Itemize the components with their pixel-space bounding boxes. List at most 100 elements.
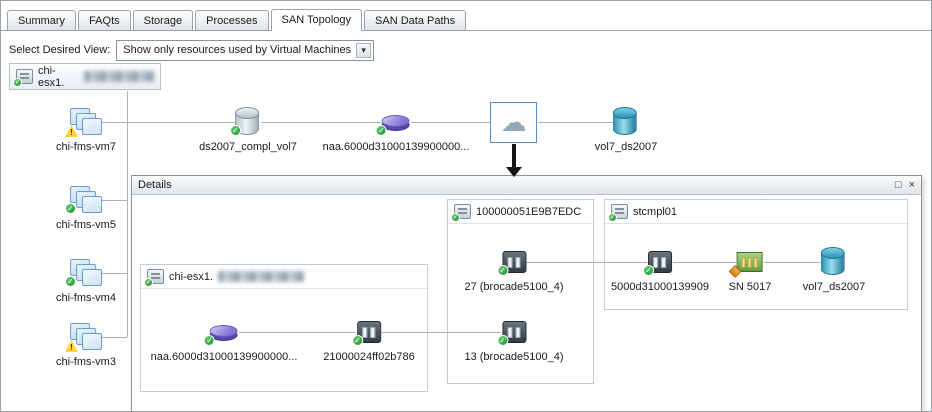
volume-node[interactable]: vol7_ds2007 [595, 106, 657, 153]
connector-line [102, 337, 127, 338]
detail-lun-node[interactable]: ✓ naa.6000d31000139900000... [150, 316, 298, 363]
connector-line [382, 332, 501, 333]
status-ok-icon: ✓ [13, 78, 22, 87]
status-ok-icon: ✓ [375, 125, 387, 136]
connector-line [411, 122, 490, 123]
tab-san-topology[interactable]: SAN Topology [270, 9, 363, 31]
tab-storage[interactable]: Storage [132, 10, 194, 30]
storage-array-icon: ✓ [608, 204, 628, 222]
detail-volume-node[interactable]: vol7_ds2007 [803, 246, 865, 293]
detail-hba-port-label: 21000024ff02b786 [323, 351, 415, 363]
datastore-label: ds2007_compl_vol7 [199, 141, 297, 153]
datastore-node[interactable]: ✓ ds2007_compl_vol7 [199, 106, 297, 153]
status-ok-icon: ✓ [229, 125, 241, 136]
chevron-down-icon: ▾ [356, 42, 372, 58]
tab-faqts[interactable]: FAQts [78, 10, 131, 30]
volume-cylinder-icon [612, 106, 639, 138]
detail-lun-label: naa.6000d31000139900000... [150, 351, 298, 363]
cloud-icon: ☁ [500, 107, 527, 138]
group-storage-array-header: ✓ stcmpl01 [605, 200, 907, 224]
connector-line [526, 262, 647, 263]
redacted-text [218, 271, 305, 282]
detail-switch-port-13-node[interactable]: ✓ 13 (brocade5100_4) [464, 316, 564, 363]
view-selector-dropdown[interactable]: Show only resources used by Virtual Mach… [116, 39, 375, 61]
switch-icon: ✓ [451, 204, 471, 222]
vm-label: chi-fms-vm3 [56, 356, 116, 368]
vm-icon: ! [64, 321, 102, 353]
detail-array-port-node[interactable]: ✓ 5000d31000139909 [611, 246, 709, 293]
tab-san-data-paths[interactable]: SAN Data Paths [364, 10, 467, 30]
host-server-icon: ✓ [144, 269, 164, 287]
tab-strip-divider [1, 30, 931, 31]
connector-line [764, 262, 821, 263]
lun-disk-icon: ✓ [203, 316, 239, 348]
tab-processes[interactable]: Processes [195, 10, 269, 30]
connector-line [261, 122, 381, 123]
detail-controller-label: SN 5017 [728, 281, 772, 293]
maximize-icon[interactable]: □ [894, 178, 902, 191]
details-titlebar[interactable]: Details □ × [132, 176, 921, 195]
connector-line [127, 91, 128, 337]
group-fc-switch-header: ✓ 100000051E9B7EDC [448, 200, 593, 224]
detail-volume-label: vol7_ds2007 [802, 281, 866, 293]
port-icon: ✓ [496, 316, 526, 348]
datastore-cylinder-icon: ✓ [229, 106, 261, 138]
status-ok-icon: ✓ [352, 335, 363, 346]
fabric-cloud-node[interactable]: ☁ [490, 102, 537, 143]
close-icon[interactable]: × [908, 178, 915, 191]
volume-label: vol7_ds2007 [594, 141, 658, 153]
lun-disk-icon: ✓ [375, 106, 411, 138]
vm-icon: ✓ [64, 184, 102, 216]
status-ok-icon: ✓ [64, 276, 76, 287]
status-ok-icon: ✓ [496, 335, 508, 346]
vm-node[interactable]: ✓ chi-fms-vm4 [56, 257, 116, 304]
group-fc-switch: ✓ 100000051E9B7EDC [447, 199, 594, 384]
status-ok-icon: ✓ [144, 278, 153, 287]
tab-bar: Summary FAQts Storage Processes SAN Topo… [7, 7, 467, 31]
view-selector-bar: Select Desired View: Show only resources… [9, 39, 375, 61]
status-ok-icon: ✓ [203, 335, 215, 346]
status-ok-icon: ✓ [64, 203, 76, 214]
vm-label: chi-fms-vm5 [56, 219, 116, 231]
vm-icon: ! [64, 106, 102, 138]
connector-line [102, 273, 127, 274]
lun-label: naa.6000d31000139900000... [322, 141, 470, 153]
port-icon: ✓ [352, 316, 381, 348]
detail-hba-port-node[interactable]: ✓ 21000024ff02b786 [323, 316, 415, 363]
host-node[interactable]: ✓ chi-esx1. [9, 63, 161, 90]
status-ok-icon: ✓ [642, 265, 654, 276]
vm-label: chi-fms-vm7 [56, 141, 116, 153]
host-server-icon: ✓ [13, 69, 33, 87]
group-storage-array-label: stcmpl01 [633, 205, 678, 218]
group-esx-host-label: chi-esx1. [169, 270, 214, 283]
controller-icon [729, 246, 763, 278]
connector-line [102, 200, 127, 201]
tab-summary[interactable]: Summary [7, 10, 77, 30]
status-ok-icon: ✓ [608, 213, 617, 222]
detail-switch-port-27-node[interactable]: ✓ 27 (brocade5100_4) [464, 246, 564, 293]
group-esx-host-header: ✓ chi-esx1. [141, 265, 427, 289]
view-selector-label: Select Desired View: [9, 44, 111, 56]
redacted-text [84, 71, 154, 82]
view-selector-value: Show only resources used by Virtual Mach… [123, 44, 352, 56]
port-icon: ✓ [496, 246, 526, 278]
detail-controller-node[interactable]: SN 5017 [728, 246, 772, 293]
host-label: chi-esx1. [38, 64, 65, 89]
status-ok-icon: ✓ [451, 213, 460, 222]
connector-line [673, 262, 736, 263]
detail-switch-port-13-label: 13 (brocade5100_4) [464, 351, 564, 363]
drilldown-arrow-head [506, 167, 522, 177]
vm-icon: ✓ [64, 257, 102, 289]
connector-line [102, 122, 235, 123]
vm-node[interactable]: ! chi-fms-vm7 [56, 106, 116, 153]
lun-node[interactable]: ✓ naa.6000d31000139900000... [322, 106, 470, 153]
group-fc-switch-label: 100000051E9B7EDC [476, 205, 582, 218]
volume-cylinder-icon [820, 246, 847, 278]
drilldown-arrow [512, 144, 516, 168]
vm-label: chi-fms-vm4 [56, 292, 116, 304]
detail-array-port-label: 5000d31000139909 [611, 281, 709, 293]
connector-line [239, 332, 356, 333]
vm-node[interactable]: ! chi-fms-vm3 [56, 321, 116, 368]
vm-node[interactable]: ✓ chi-fms-vm5 [56, 184, 116, 231]
status-ok-icon: ✓ [496, 265, 508, 276]
